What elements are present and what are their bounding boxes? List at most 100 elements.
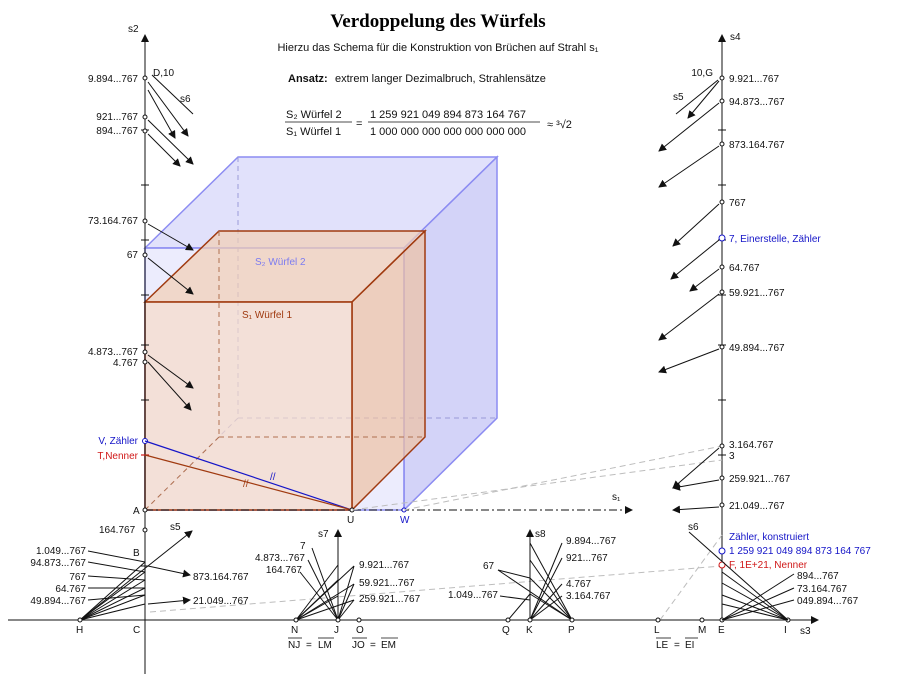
seg-eq-2: = <box>370 640 376 651</box>
bl-label-6: 49.894...767 <box>30 596 86 607</box>
point-H-dot <box>77 617 83 623</box>
ansatz-label: Ansatz: <box>288 73 328 85</box>
point-H: H <box>76 625 83 636</box>
right-label-1: 9.921...767 <box>729 74 779 85</box>
ray-s6-top-label: s6 <box>180 94 191 105</box>
bl-label-5: 64.767 <box>55 584 86 595</box>
right-label-9: 3.164.767 <box>729 440 774 451</box>
left-label-v: V, Zähler <box>98 436 138 447</box>
point-P-dot <box>569 617 575 623</box>
right-label-2: 94.873...767 <box>729 97 785 108</box>
right-label-10: 3 <box>729 451 735 462</box>
left-label-t: T,Nenner <box>97 451 138 462</box>
point-M-dot <box>699 617 705 623</box>
fan-right-label-3: 049.894...767 <box>797 596 859 607</box>
diagram-subtitle: Hierzu das Schema für die Konstruktion v… <box>277 42 598 54</box>
right-label-7: 59.921...767 <box>729 288 785 299</box>
seg-em: EM <box>381 640 396 651</box>
point-K: K <box>526 625 533 636</box>
right-axis-points <box>718 75 726 569</box>
ray-s1-label: s₁ <box>612 492 621 503</box>
formula-den-left: S₁ Würfel 1 <box>286 126 341 138</box>
fan-h <box>79 530 193 621</box>
left-label-3: 894...767 <box>96 126 138 137</box>
formula-approx: ≈ ³√2 <box>547 119 572 131</box>
seg-jo: JO <box>352 640 365 651</box>
formula-num-left: S₂ Würfel 2 <box>286 109 342 121</box>
formula-numerator: 1 259 921 049 894 873 164 767 <box>370 109 526 121</box>
right-label-3: 873.164.767 <box>729 140 785 151</box>
ray-s6-bottom <box>688 531 789 621</box>
right-label-11: 259.921...767 <box>729 474 791 485</box>
bl-label-4: 767 <box>69 572 86 583</box>
left-d10: D,10 <box>153 68 175 79</box>
ansatz-text: extrem langer Dezimalbruch, Strahlensätz… <box>335 73 546 85</box>
formula-equals: = <box>356 118 362 130</box>
point-I: I <box>784 625 787 636</box>
right-zaehler-value: 1 259 921 049 894 873 164 767 <box>729 546 871 557</box>
axis-s4-label: s4 <box>730 32 741 43</box>
ray-s5-bottom-label: s5 <box>170 522 181 533</box>
right-label-4: 767 <box>729 198 746 209</box>
line-v-to-u <box>144 440 353 511</box>
s8-label-4: 4.767 <box>566 579 591 590</box>
left-label-2: 921...767 <box>96 112 138 123</box>
point-N: N <box>291 625 298 636</box>
point-N-dot <box>293 617 299 623</box>
point-W: W <box>400 515 410 526</box>
right-nenner: F, 1E+21, Nenner <box>729 560 808 571</box>
right-label-8: 49.894...767 <box>729 343 785 354</box>
s7-label-5: 59.921...767 <box>359 578 415 589</box>
s7-label-2: 4.873...767 <box>255 553 305 564</box>
point-O-dot <box>356 617 362 623</box>
right-arrows <box>658 80 720 514</box>
parallel-mark-brown: // <box>243 479 249 490</box>
fan-e-i <box>721 571 795 621</box>
point-U: U <box>347 515 354 526</box>
s8-label-3: 67 <box>483 561 495 572</box>
point-M: M <box>698 625 706 636</box>
seg-eq-1: = <box>306 640 312 651</box>
s8-label-2: 921...767 <box>566 553 608 564</box>
point-A: A <box>133 506 140 517</box>
axis-s2-label: s2 <box>128 24 139 35</box>
cube2-label: S₂ Würfel 2 <box>255 257 306 268</box>
point-Q-dot <box>505 617 511 623</box>
s7-label-6: 259.921...767 <box>359 594 421 605</box>
left-label-7: 4.767 <box>113 358 138 369</box>
ray-s7-label: s7 <box>318 529 329 540</box>
diagram-title: Verdoppelung des Würfels <box>330 11 545 32</box>
s8-label-5: 1.049...767 <box>448 590 498 601</box>
line-t-to-u <box>144 454 353 511</box>
formula-denominator: 1 000 000 000 000 000 000 000 <box>370 126 526 138</box>
left-label-b1: 164.767 <box>99 525 136 536</box>
fan-right-label-1: 894...767 <box>797 571 839 582</box>
seg-ei: EI <box>685 640 694 651</box>
cube1-label: S₁ Würfel 1 <box>242 310 292 321</box>
right-zaehler-konstruiert: Zähler, konstruiert <box>729 532 809 543</box>
ray-s6-bottom-label: s6 <box>688 522 699 533</box>
s7-label-1: 7 <box>300 541 306 552</box>
bl-label-7: 873.164.767 <box>193 572 249 583</box>
seg-eq-3: = <box>674 640 680 651</box>
point-L: L <box>654 625 660 636</box>
left-label-1: 9.894...767 <box>88 74 138 85</box>
construction-dashes <box>149 445 723 621</box>
point-O: O <box>356 625 364 636</box>
ray-s5-top <box>675 79 719 115</box>
axis-s3-label: s3 <box>800 626 811 637</box>
ray-s5-top-label: s5 <box>673 92 684 103</box>
left-label-5: 67 <box>127 250 139 261</box>
point-K-dot <box>527 617 533 623</box>
fan-s8 <box>497 542 573 621</box>
point-J-dot <box>335 617 341 623</box>
s8-label-1: 9.894...767 <box>566 536 616 547</box>
s8-label-6: 3.164.767 <box>566 591 611 602</box>
parallel-mark-blue: // <box>270 472 276 483</box>
right-label-12: 21.049...767 <box>729 501 785 512</box>
seg-le: LE <box>656 640 669 651</box>
fan-s7 <box>295 547 355 621</box>
right-label-5: 7, Einerstelle, Zähler <box>729 234 821 245</box>
fan-right-label-2: 73.164.767 <box>797 584 847 595</box>
